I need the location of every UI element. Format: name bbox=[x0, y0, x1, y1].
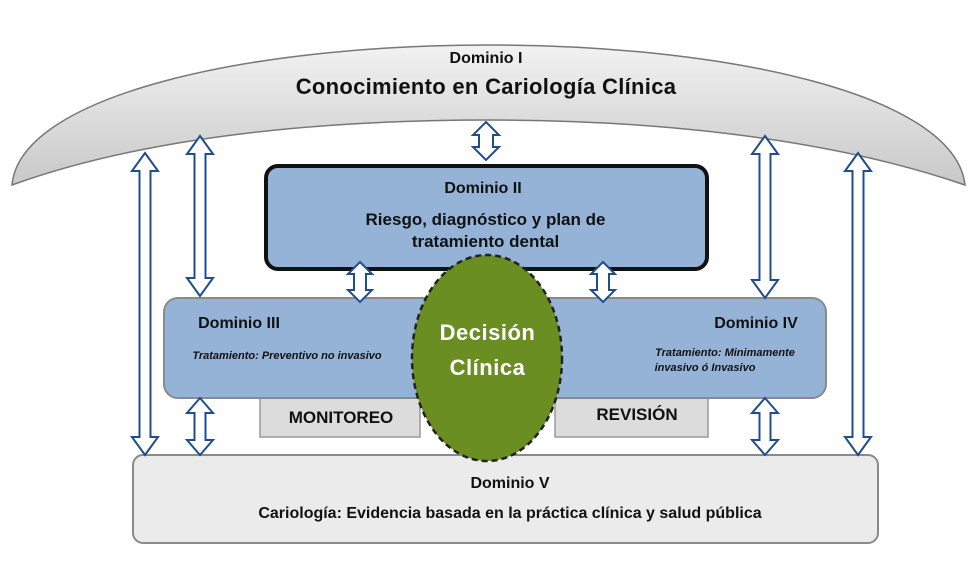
domain1-arc bbox=[11, 44, 966, 187]
domain5-desc: Cariología: Evidencia basada en la práct… bbox=[258, 505, 762, 522]
revision-bar bbox=[554, 394, 709, 438]
arrow-outer-left bbox=[130, 151, 160, 457]
arrow-inner-right-bottom bbox=[749, 396, 781, 457]
arrow-group bbox=[130, 120, 873, 457]
arrow-outer-right bbox=[843, 151, 873, 457]
domain3-title: Dominio III bbox=[198, 315, 280, 332]
monitoreo-bar bbox=[259, 394, 421, 438]
domain1-subtitle: Conocimiento en Cariología Clínica bbox=[295, 74, 677, 99]
domain4-desc-line1: Tratamiento: Minimamente bbox=[655, 347, 795, 359]
domain5-title: Dominio V bbox=[470, 475, 550, 492]
arrow-inner-right-top bbox=[750, 134, 780, 300]
domain1-title: Dominio I bbox=[449, 50, 523, 67]
clinical-decision-ellipse bbox=[410, 253, 564, 463]
arrow-domain2-right bbox=[588, 260, 618, 304]
arrow-domain2-left bbox=[345, 260, 375, 304]
monitoreo-label: MONITOREO bbox=[288, 408, 394, 427]
revision-label: REVISIÓN bbox=[596, 405, 678, 424]
arrow-top-center bbox=[470, 120, 502, 162]
arrow-inner-left-bottom bbox=[184, 396, 216, 457]
arrow-inner-left-top bbox=[185, 134, 215, 298]
clinical-decision-line2: Clínica bbox=[449, 355, 526, 380]
domain5-box bbox=[132, 454, 879, 544]
domain4-title: Dominio IV bbox=[714, 315, 798, 332]
domain4-desc-line2: invasivo ó Invasivo bbox=[654, 362, 756, 374]
domain2-line2: tratamiento dental bbox=[411, 232, 560, 251]
domain2-line1: Riesgo, diagnóstico y plan de bbox=[365, 210, 606, 229]
clinical-decision-line1: Decisión bbox=[439, 320, 536, 345]
domain3-desc: Tratamiento: Preventivo no invasivo bbox=[192, 350, 382, 362]
domain2-title: Dominio II bbox=[444, 180, 522, 197]
